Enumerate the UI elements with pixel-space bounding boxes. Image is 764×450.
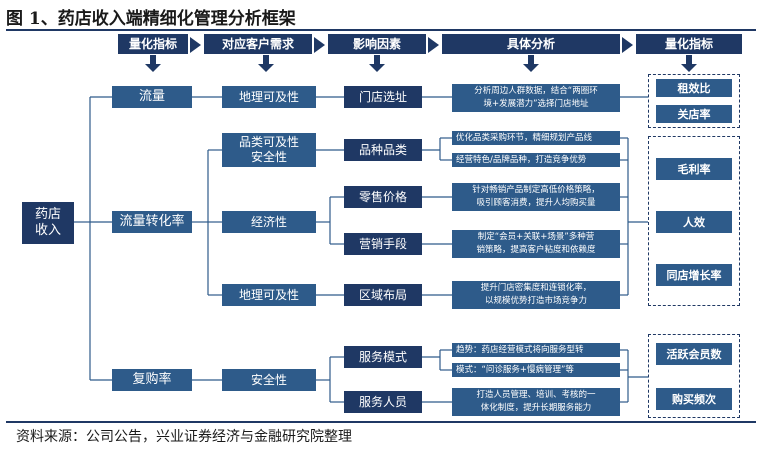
metric-labor-efficiency: 人效 xyxy=(656,211,732,233)
header-arrow xyxy=(190,37,201,53)
header-arrow xyxy=(622,37,633,53)
analysis-variety-1: 优化品类采购环节，精细规划产品线 xyxy=(452,131,620,145)
header-demand: 对应客户需求 xyxy=(204,34,312,54)
metric-purchase-frequency: 购买频次 xyxy=(656,388,732,410)
demand-geo-access-2: 地理可及性 xyxy=(222,284,316,306)
factor-variety: 品种品类 xyxy=(344,139,422,161)
node-conversion-rate: 流量转化率 xyxy=(112,211,192,233)
analysis-marketing: 制定“会员+关联+场景”多种营 销策略，提高客户粘度和依赖度 xyxy=(452,230,620,258)
analysis-site: 分析周边人群数据，结合“两圈环 境+发展潜力”选择门店地址 xyxy=(452,84,620,112)
metric-same-store-growth: 同店增长率 xyxy=(656,264,732,286)
down-arrow xyxy=(523,55,539,72)
metric-closure-rate: 关店率 xyxy=(656,105,732,123)
metric-rent-efficiency: 租效比 xyxy=(656,79,732,97)
node-repurchase-rate: 复购率 xyxy=(112,369,192,391)
header-arrow xyxy=(314,37,325,53)
metric-group-conversion xyxy=(648,136,740,306)
footer-rule xyxy=(6,421,756,423)
metric-group-traffic xyxy=(648,74,740,128)
header-analysis: 具体分析 xyxy=(442,34,620,54)
analysis-service-trend: 趋势：药店经营模式将向服务型转 xyxy=(452,343,620,357)
demand-category-safety: 品类可及性 安全性 xyxy=(222,133,316,167)
root-node-revenue: 药店 收入 xyxy=(22,202,74,244)
down-arrow xyxy=(145,55,161,72)
factor-marketing: 营销手段 xyxy=(344,233,422,255)
header-factor: 影响因素 xyxy=(328,34,426,54)
demand-safety: 安全性 xyxy=(222,369,316,391)
header-quant-1: 量化指标 xyxy=(118,34,188,54)
factor-regional-layout: 区域布局 xyxy=(344,284,422,306)
header-arrow xyxy=(428,37,439,53)
node-traffic: 流量 xyxy=(112,86,192,108)
metric-group-repurchase xyxy=(648,334,740,418)
down-arrow xyxy=(369,55,385,72)
factor-service-mode: 服务模式 xyxy=(344,346,422,368)
down-arrow xyxy=(681,55,697,72)
analysis-service-model: 模式：“问诊服务+慢病管理”等 xyxy=(452,363,620,377)
factor-store-site: 门店选址 xyxy=(344,86,422,108)
title-rule xyxy=(6,29,756,31)
demand-economy: 经济性 xyxy=(222,211,316,233)
analysis-staff: 打造人员管理、培训、考核的一 体化制度，提升长期服务能力 xyxy=(452,388,620,416)
header-quant-2: 量化指标 xyxy=(636,34,742,54)
analysis-price: 针对畅销产品制定高低价格策略， 吸引顾客消费，提升人均购买量 xyxy=(452,183,620,211)
down-arrow xyxy=(258,55,274,72)
factor-service-staff: 服务人员 xyxy=(344,391,422,413)
analysis-layout: 提升门店密集度和连锁化率， 以规模优势打造市场竞争力 xyxy=(452,281,620,309)
analysis-variety-2: 经营特色/品牌品种，打造竞争优势 xyxy=(452,153,620,167)
factor-retail-price: 零售价格 xyxy=(344,186,422,208)
demand-geo-access-1: 地理可及性 xyxy=(222,86,316,108)
metric-gross-margin: 毛利率 xyxy=(656,158,732,180)
metric-active-members: 活跃会员数 xyxy=(656,343,732,365)
figure-title: 图 1、药店收入端精细化管理分析框架 xyxy=(6,9,296,29)
source-note: 资料来源：公司公告，兴业证券经济与金融研究院整理 xyxy=(16,429,352,445)
